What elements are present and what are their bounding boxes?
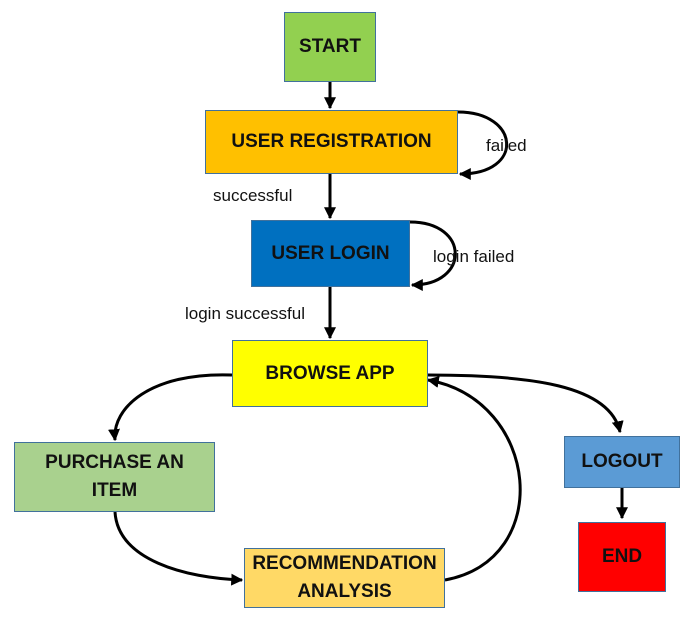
purchase-item-node: PURCHASE AN ITEM	[14, 442, 215, 512]
start-node: START	[284, 12, 376, 82]
arrow-browse-to-logout	[427, 373, 624, 434]
edge-label-registration-failed: failed	[486, 136, 527, 155]
logout-node-label: LOGOUT	[581, 451, 663, 473]
purchase-item-node-label-line2: ITEM	[91, 480, 138, 501]
browse-app-node-label: BROWSE APP	[265, 362, 395, 384]
user-login-node: USER LOGIN	[251, 220, 410, 287]
recommendation-analysis-node-label-line2: ANALYSIS	[297, 581, 392, 602]
edge-label-registration-successful: successful	[213, 186, 293, 205]
arrow-recommendation-to-browse	[426, 376, 522, 582]
loop-login-failed	[409, 220, 457, 291]
arrow-browse-to-purchase	[108, 373, 233, 442]
recommendation-analysis-node: RECOMMENDATION ANALYSIS	[244, 548, 445, 608]
logout-node: LOGOUT	[564, 436, 680, 488]
end-node-label: END	[601, 546, 643, 568]
end-node: END	[578, 522, 666, 592]
loop-registration-failed	[457, 110, 509, 180]
recommendation-analysis-node-label-line1: RECOMMENDATION	[252, 553, 437, 575]
browse-app-node: BROWSE APP	[232, 340, 428, 407]
start-node-label: START	[299, 36, 361, 58]
user-registration-node-label: USER REGISTRATION	[231, 131, 432, 153]
user-login-node-label: USER LOGIN	[271, 242, 390, 264]
edge-label-login-failed: login failed	[433, 247, 515, 266]
edge-label-login-successful: login successful	[185, 304, 306, 323]
purchase-item-node-label-line1: PURCHASE AN	[45, 452, 184, 474]
arrow-purchase-to-recommendation	[113, 511, 244, 586]
user-registration-node: USER REGISTRATION	[205, 110, 458, 174]
